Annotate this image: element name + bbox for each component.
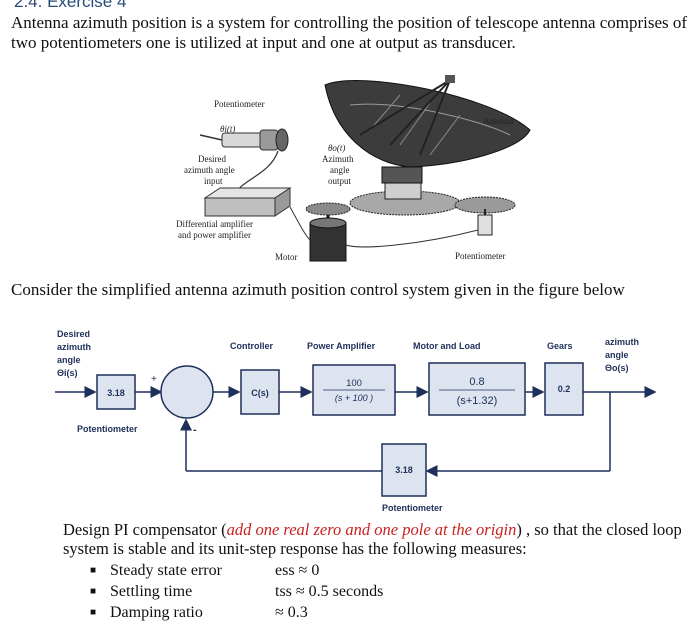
spec-label: Damping ratio	[110, 604, 203, 621]
spec-list: ■ Steady state error ess ≈ 0 ■ Settling …	[90, 560, 383, 623]
sum-minus-sign: -	[193, 424, 197, 436]
amp-denominator: (s + 100 )	[335, 393, 373, 403]
feedback-pot-block	[381, 443, 427, 497]
spec-item: ■ Damping ratio ≈ 0.3	[90, 602, 383, 623]
amplifier-box-icon	[203, 187, 292, 217]
consider-sentence: Consider the simplified antenna azimuth …	[11, 280, 625, 299]
spec-value: ess ≈ 0	[275, 562, 320, 579]
fig-label-desired-1: Desired	[198, 154, 226, 164]
motor-icon	[289, 206, 347, 262]
pot-in-label: Potentiometer	[77, 424, 138, 434]
input-potentiometer-icon	[199, 128, 289, 196]
amp-title: Power Amplifier	[307, 341, 376, 351]
sum-plus-sign: +	[151, 374, 157, 385]
motor-title: Motor and Load	[413, 341, 481, 351]
summing-junction	[160, 365, 214, 419]
amp-numerator: 100	[346, 378, 362, 389]
controller-block	[240, 369, 280, 415]
fig-label-potentiometer-top: Potentiometer	[214, 99, 265, 109]
spec-label: Steady state error	[110, 562, 222, 579]
fig-label-desired-3: input	[204, 176, 223, 186]
spec-item: ■ Settling time tss ≈ 0.5 seconds	[90, 581, 383, 602]
intro-paragraph: Antenna azimuth position is a system for…	[11, 13, 688, 52]
antenna-dish-icon	[324, 75, 531, 184]
design-paragraph: Design PI compensator (add one real zero…	[63, 520, 695, 558]
gears-title: Gears	[547, 341, 573, 351]
input-label-3: angle	[57, 355, 81, 365]
controller-title: Controller	[230, 341, 273, 351]
fig-label-desired-2: azimuth angle	[184, 165, 235, 175]
fig-label-diff-amp-2: and power amplifier	[178, 230, 251, 240]
controller-tf: C(s)	[251, 388, 269, 398]
fig-label-potentiometer-bottom: Potentiometer	[455, 251, 506, 261]
fig-label-theta-i: θi(t)	[220, 124, 235, 134]
input-label-2: azimuth	[57, 342, 91, 352]
fig-label-azimuth-2: angle	[330, 165, 350, 175]
output-label-1: azimuth	[605, 337, 639, 347]
output-potentiometer-icon	[345, 209, 493, 248]
design-text-red: add one real zero and one pole at the or…	[226, 520, 517, 539]
fig-label-theta-o: θo(t)	[328, 143, 345, 153]
spec-item: ■ Steady state error ess ≈ 0	[90, 560, 383, 581]
design-text-before: Design PI compensator (	[63, 520, 227, 539]
feedback-value: 3.18	[395, 465, 413, 475]
output-label-2: angle	[605, 350, 629, 360]
pot-in-value: 3.18	[107, 388, 125, 398]
bullet-icon: ■	[90, 565, 97, 576]
fig-label-diff-amp-1: Differential amplifier	[176, 219, 253, 229]
feedback-label: Potentiometer	[382, 503, 443, 513]
fig-label-azimuth-3: output	[328, 176, 352, 186]
spec-label: Settling time	[110, 583, 193, 600]
gears-value: 0.2	[558, 384, 571, 394]
motor-denominator: (s+1.32)	[457, 395, 498, 407]
fig-label-azimuth-1: Azimuth	[322, 154, 354, 164]
input-label-1: Desired	[57, 329, 90, 339]
block-diagram: Desired azimuth angle Θi(s) azimuth angl…	[55, 329, 657, 513]
spec-value: ≈ 0.3	[275, 604, 308, 621]
fig-label-motor: Motor	[275, 252, 298, 262]
motor-numerator: 0.8	[469, 376, 484, 388]
design-text-after: ) , so that the closed loop system is st…	[63, 520, 682, 558]
exercise-heading: 2.4. Exercise 4	[14, 0, 127, 11]
output-label-3: Θo(s)	[605, 363, 629, 373]
antenna-figure: Potentiometer θi(t) Desired azimuth angl…	[176, 75, 531, 262]
input-label-4: Θi(s)	[57, 368, 78, 378]
motor-load-block	[428, 362, 526, 416]
gears-block	[544, 362, 584, 416]
fig-label-antenna: Antenna	[483, 116, 514, 126]
spec-value: tss ≈ 0.5 seconds	[275, 583, 384, 600]
bullet-icon: ■	[90, 586, 97, 597]
gears-icon	[305, 180, 516, 216]
bullet-icon: ■	[90, 607, 97, 618]
